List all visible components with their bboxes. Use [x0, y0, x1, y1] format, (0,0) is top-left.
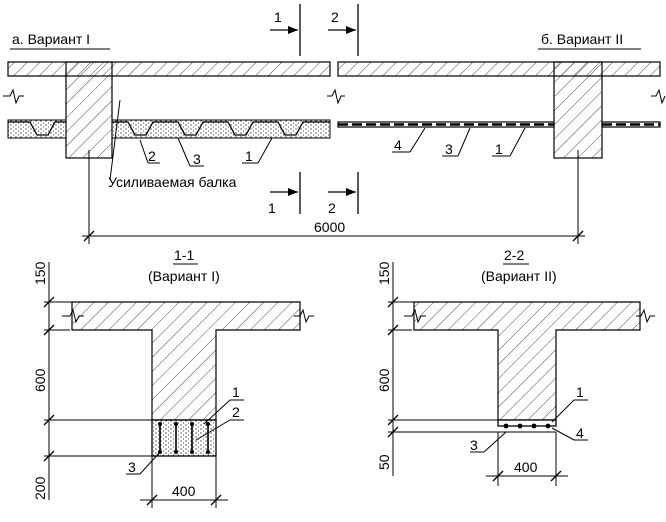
svg-text:2: 2 — [148, 148, 156, 164]
svg-text:1: 1 — [245, 148, 253, 164]
section-mark-2-top: 2 — [328, 4, 359, 56]
svg-text:1: 1 — [274, 9, 282, 25]
svg-text:1: 1 — [232, 384, 240, 400]
svg-text:1: 1 — [576, 384, 584, 400]
svg-text:2: 2 — [328, 200, 336, 216]
section-1-title: 1-1 — [174, 247, 194, 263]
span-dimension: 6000 — [82, 150, 585, 244]
svg-text:50: 50 — [376, 454, 392, 470]
svg-text:200: 200 — [32, 476, 48, 500]
section-2-subtitle: (Вариант II) — [481, 268, 557, 284]
variant-b-label: б. Вариант II — [541, 31, 623, 47]
svg-text:150: 150 — [376, 261, 392, 285]
callouts-variant-a: 2 3 1 Усиливаемая балка — [108, 99, 273, 190]
svg-text:4: 4 — [576, 425, 584, 441]
section-1-1: 1-1 (Вариант I) 150 600 200 — [32, 247, 314, 508]
svg-text:3: 3 — [445, 141, 453, 157]
svg-text:4: 4 — [394, 137, 402, 153]
section-mark-1-top: 1 — [270, 4, 301, 56]
section-1-subtitle: (Вариант I) — [148, 268, 220, 284]
svg-text:400: 400 — [514, 459, 538, 475]
svg-text:600: 600 — [32, 368, 48, 392]
section-2-2: 2-2 (Вариант II) 150 600 50 400 — [376, 247, 655, 486]
svg-text:1: 1 — [495, 141, 503, 157]
slab-variant-a — [3, 61, 345, 159]
svg-text:600: 600 — [376, 368, 392, 392]
callouts-variant-b: 4 3 1 — [392, 127, 526, 157]
section-mark-1-bottom: 1 — [268, 172, 301, 216]
svg-text:3: 3 — [470, 437, 478, 453]
svg-text:3: 3 — [193, 151, 201, 167]
slab-variant-b — [337, 61, 666, 159]
svg-text:2: 2 — [232, 404, 240, 420]
svg-text:400: 400 — [172, 483, 196, 499]
svg-text:1: 1 — [268, 200, 276, 216]
section-2-title: 2-2 — [504, 247, 524, 263]
svg-text:150: 150 — [32, 261, 48, 285]
section-mark-2-bottom: 2 — [328, 172, 359, 216]
svg-text:3: 3 — [128, 459, 136, 475]
svg-text:2: 2 — [331, 9, 339, 25]
beam-label: Усиливаемая балка — [108, 174, 237, 190]
svg-text:6000: 6000 — [314, 219, 345, 235]
variant-a-label: а. Вариант I — [12, 31, 90, 47]
